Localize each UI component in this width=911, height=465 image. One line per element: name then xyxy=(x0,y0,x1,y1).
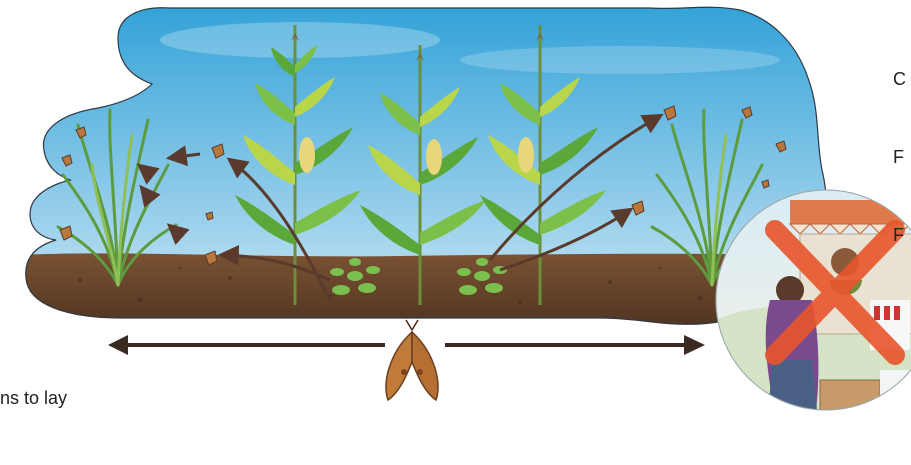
caption-right-line: F xyxy=(893,144,906,170)
caption-right-line: F xyxy=(893,222,906,248)
moth-icon xyxy=(386,320,438,400)
caption-right-line: C xyxy=(893,66,906,92)
caption-left: ns to lay xyxy=(0,385,67,411)
caption-right: C F F xyxy=(893,14,906,274)
